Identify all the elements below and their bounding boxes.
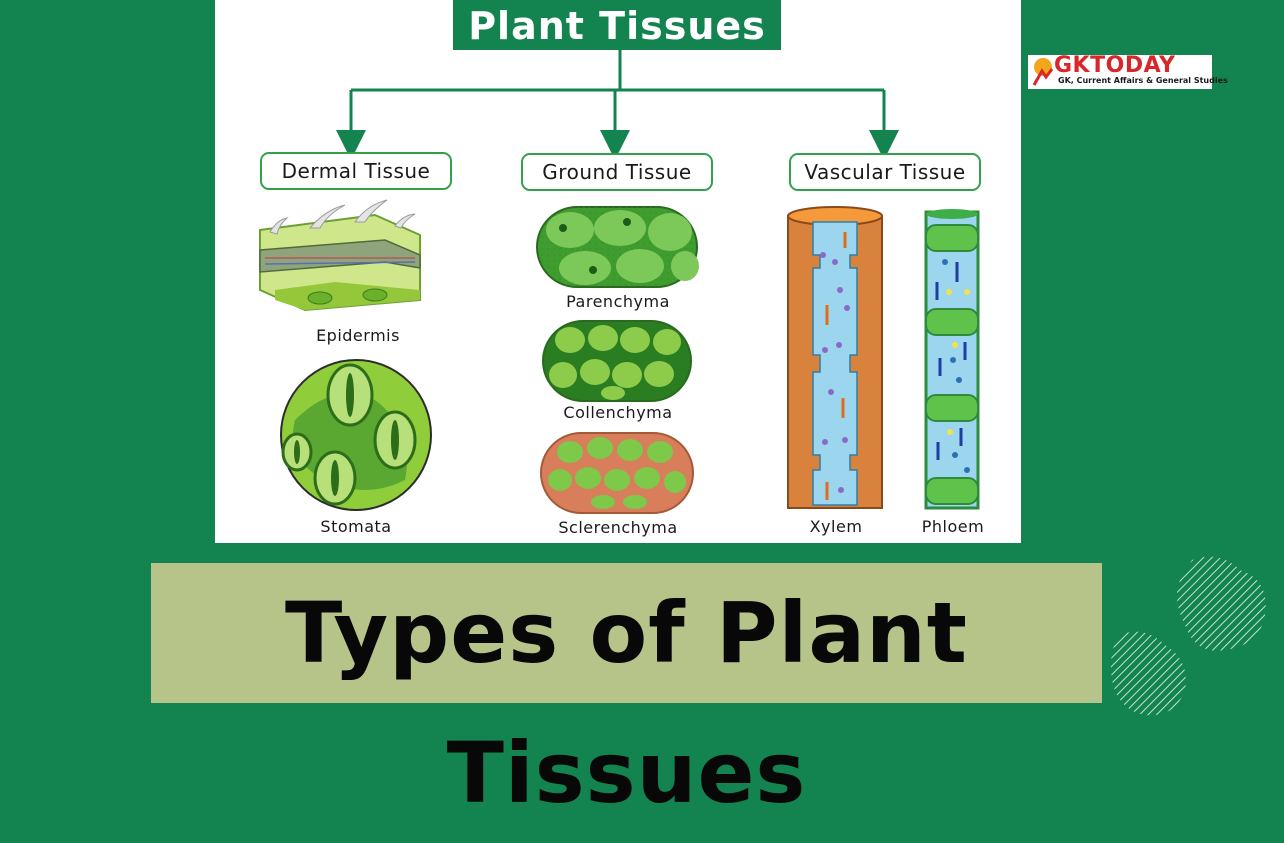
gktoday-logo[interactable]: GKTODAY GK, Current Affairs & General St…: [1028, 53, 1228, 89]
decorative-hatched-shapes: [1111, 556, 1266, 716]
connector-lines: [336, 50, 899, 160]
sclerenchyma-caption: Sclerenchyma: [558, 518, 678, 537]
vascular-tissue-label: Vascular Tissue: [789, 153, 981, 191]
collenchyma-caption: Collenchyma: [563, 403, 673, 422]
banner-title: Types of Plant Tissues: [285, 584, 968, 822]
logo-mark-icon: [1032, 58, 1054, 86]
xylem-caption: Xylem: [809, 517, 863, 536]
collenchyma-illustration: [542, 320, 692, 402]
diagram-title: Plant Tissues: [453, 0, 781, 50]
ground-tissue-label: Ground Tissue: [521, 153, 713, 191]
epidermis-illustration: [259, 199, 421, 312]
epidermis-caption: Epidermis: [316, 326, 400, 345]
phloem-illustration: [924, 209, 980, 510]
xylem-illustration: [787, 206, 883, 509]
logo-wordmark: GKTODAY: [1054, 53, 1176, 78]
stomata-illustration: [280, 359, 432, 511]
stomata-caption: Stomata: [320, 517, 392, 536]
title-banner: Types of Plant Tissues: [151, 563, 1102, 822]
parenchyma-illustration: [536, 206, 699, 288]
dermal-tissue-label: Dermal Tissue: [260, 152, 452, 190]
parenchyma-caption: Parenchyma: [566, 292, 670, 311]
phloem-caption: Phloem: [921, 517, 985, 536]
sclerenchyma-illustration: [540, 432, 694, 514]
diagram-panel: Plant Tissues Dermal Tissue Ground Tissu…: [215, 0, 1021, 543]
logo-tagline: GK, Current Affairs & General Studies: [1058, 76, 1228, 85]
diagram-canvas: [259, 50, 980, 514]
